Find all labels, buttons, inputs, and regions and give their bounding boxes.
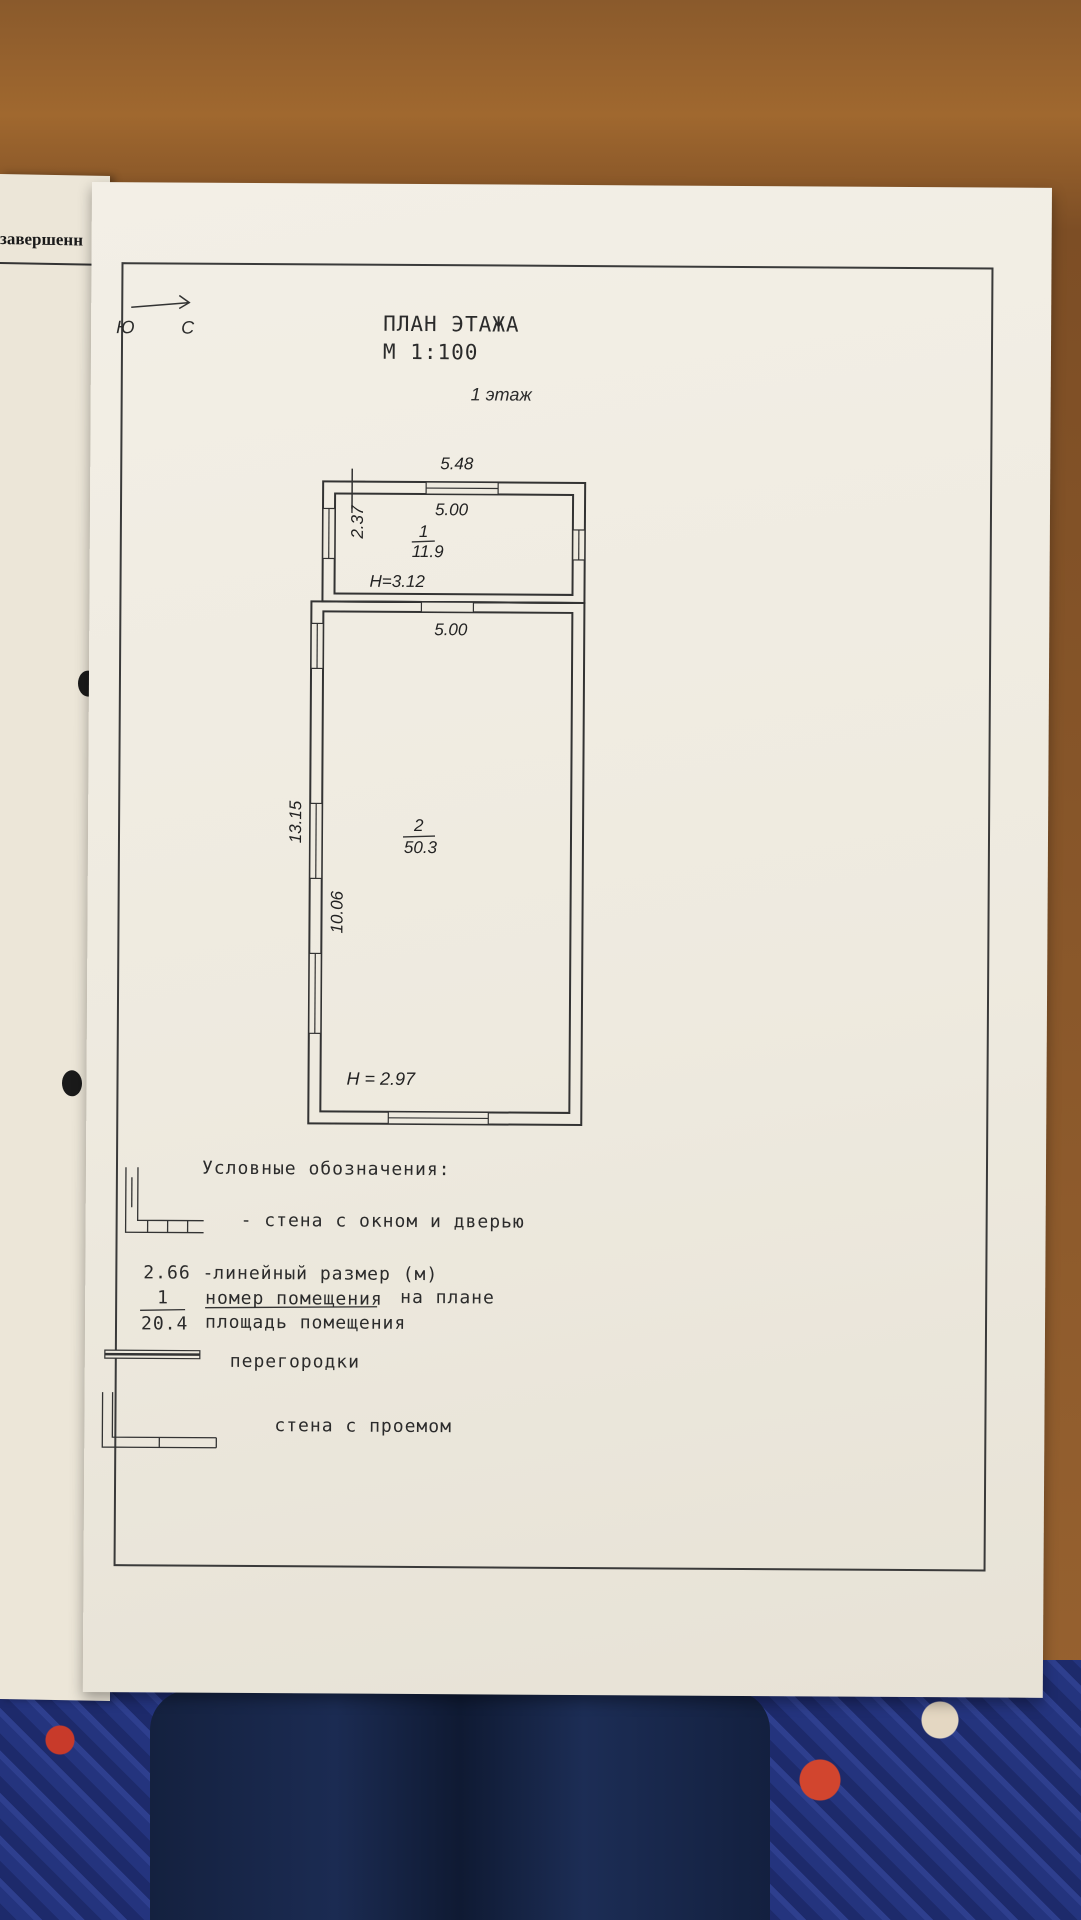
room-1-area: 11.9 — [411, 541, 444, 562]
dim-room1-height: H=3.12 — [369, 571, 425, 592]
plan-drawing — [101, 294, 587, 1449]
legend-wall-window-door-icon — [124, 1167, 204, 1234]
person-legs — [150, 1690, 770, 1920]
legend-wall-window-door: - стена с окном и дверью — [240, 1209, 525, 1233]
floor-plan-page: Ю С ПЛАН ЭТАЖА М 1:100 1 этаж 5.48 5.00 … — [82, 182, 1052, 1698]
legend-room-area-label: площадь помещения — [204, 1311, 407, 1334]
legend-linear-example: 2.66 - — [143, 1262, 215, 1284]
legend-partitions: перегородки — [229, 1350, 361, 1373]
legend-wall-opening-icon — [101, 1392, 217, 1449]
floor-label: 1 этаж — [470, 384, 532, 405]
window-marks — [308, 481, 586, 1126]
binder-hole-bottom — [62, 1070, 82, 1097]
plan-title: ПЛАН ЭТАЖА — [383, 311, 520, 337]
room-2-number: 2 — [414, 815, 424, 836]
legend-on-plan-label: на плане — [400, 1286, 495, 1309]
dim-room1-width: 5.00 — [434, 500, 469, 520]
room-2-walls — [307, 600, 586, 1127]
north-label: С — [181, 317, 195, 338]
room-fraction-lines — [402, 540, 436, 838]
legend-linear-label: линейный размер (м) — [213, 1262, 439, 1286]
dim-room2-width: 5.00 — [434, 620, 468, 640]
dim-outer-width: 5.48 — [440, 454, 474, 474]
south-label: Ю — [116, 317, 135, 338]
left-page-rule — [0, 262, 105, 266]
dim-total-length: 13.15 — [285, 800, 306, 844]
orientation-arrow-icon — [131, 294, 191, 310]
legend-title: Условные обозначения: — [201, 1157, 451, 1181]
legend-partition-icon — [104, 1349, 201, 1360]
legend-wall-opening: стена с проемом — [274, 1415, 453, 1438]
legend-room-area-example: 20.4 — [140, 1313, 189, 1335]
plan-scale: М 1:100 — [382, 339, 479, 365]
legend-fraction-line — [140, 1306, 378, 1311]
room-2-area: 50.3 — [403, 837, 438, 858]
room-1-number: 1 — [418, 522, 429, 542]
dim-room1-depth: 2.37 — [347, 505, 368, 539]
entry-mark — [340, 468, 366, 509]
legend-room-number-example: 1 — [157, 1287, 170, 1309]
dim-room2-depth: 10.06 — [327, 890, 347, 934]
legend-room-number-label: номер помещения — [205, 1287, 383, 1310]
dim-room2-height: H = 2.97 — [346, 1068, 416, 1089]
